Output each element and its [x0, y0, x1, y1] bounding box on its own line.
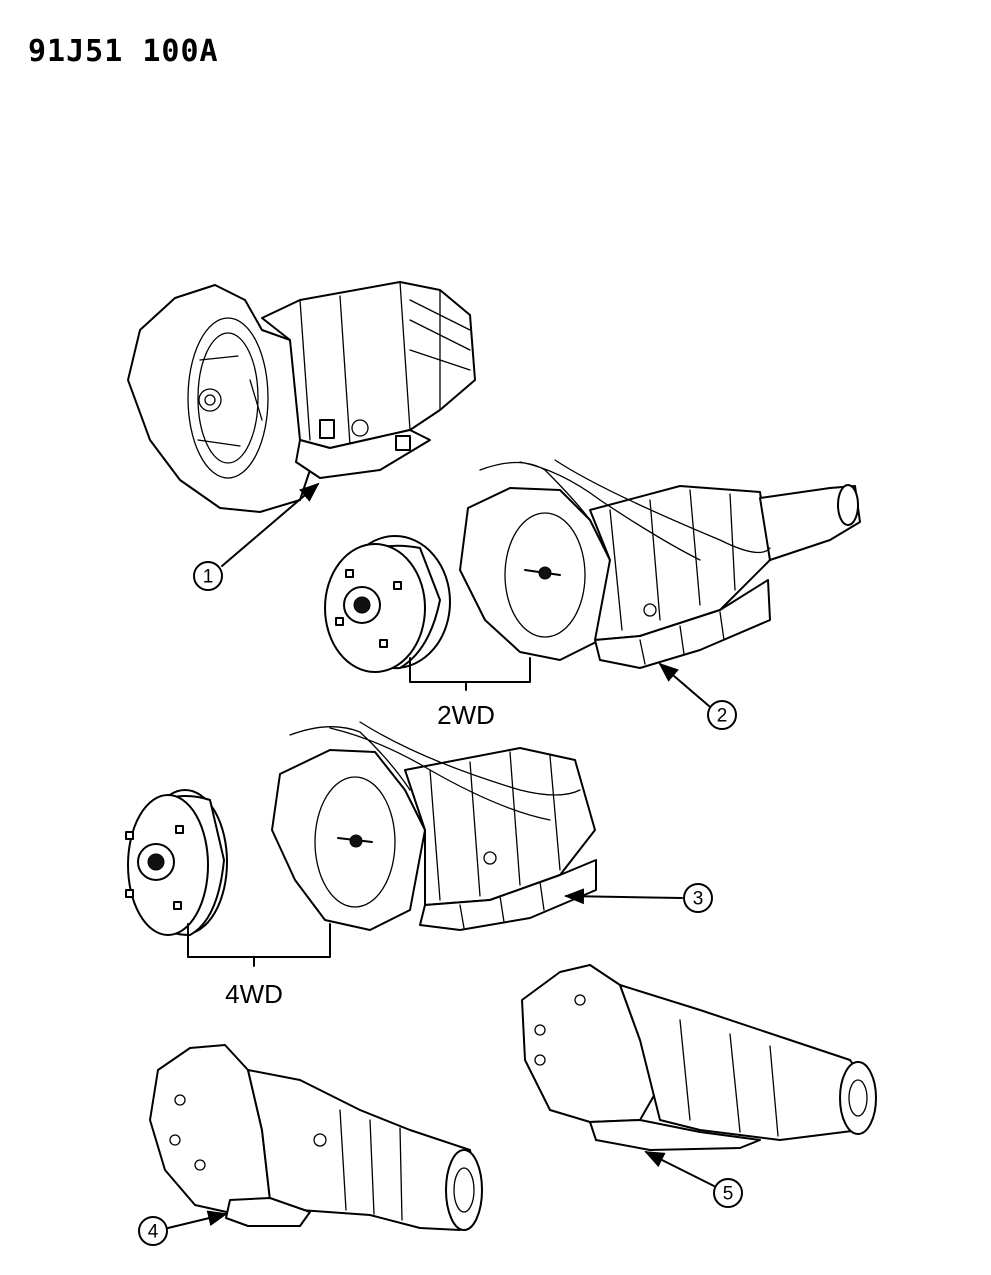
- group-bracket-4wd: [187, 923, 331, 958]
- callout-2-number: 2: [717, 706, 728, 727]
- torque-converter-4wd: [125, 789, 228, 936]
- callout-2-leader: [658, 662, 717, 713]
- transmission-part-5: [521, 964, 877, 1151]
- torque-converter-2wd: [324, 535, 451, 673]
- callout-4: 4: [138, 1216, 168, 1246]
- callout-1: 1: [193, 561, 223, 591]
- diagram-code: 91J51 100A: [28, 34, 219, 69]
- callout-1-number: 1: [203, 567, 214, 588]
- callout-5: 5: [713, 1178, 743, 1208]
- callout-3: 3: [683, 883, 713, 913]
- callout-2: 2: [707, 700, 737, 730]
- transmission-part-3: [271, 721, 597, 931]
- callout-3-leader: [564, 888, 683, 905]
- callout-1-leader: [221, 482, 320, 567]
- transmission-part-2: [459, 459, 861, 669]
- callout-5-number: 5: [723, 1184, 734, 1205]
- callout-5-leader: [644, 1151, 715, 1187]
- transmission-part-1: [127, 281, 476, 513]
- group-bracket-2wd: [409, 657, 531, 683]
- callout-3-number: 3: [693, 889, 704, 910]
- group-label-2wd: 2WD: [437, 700, 495, 730]
- callout-4-number: 4: [148, 1222, 159, 1243]
- transmission-part-4: [149, 1044, 483, 1231]
- callout-4-leader: [167, 1210, 228, 1229]
- group-label-4wd: 4WD: [225, 979, 283, 1009]
